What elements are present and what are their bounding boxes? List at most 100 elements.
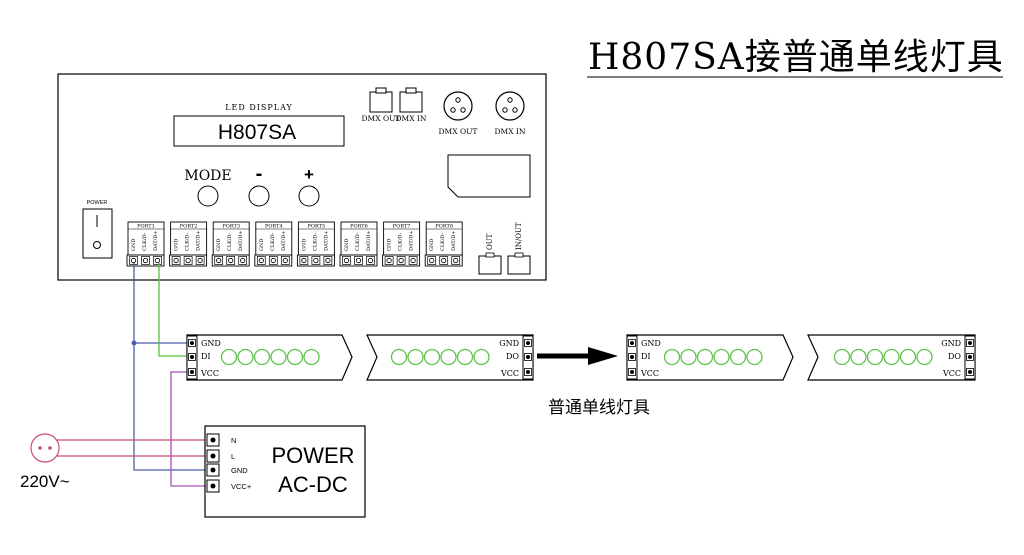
- port-pin-label: GND: [429, 239, 435, 251]
- mode-button[interactable]: [197, 185, 219, 207]
- led-strip-pin: [526, 355, 530, 359]
- port-screw[interactable]: [410, 257, 416, 264]
- xlr-pin: [507, 97, 513, 103]
- port-housing: [170, 221, 208, 256]
- port-pin-label: GND: [174, 239, 180, 251]
- rj45-jack-latch: [375, 87, 387, 94]
- rj45-jack[interactable]: [369, 91, 393, 113]
- psu-body: [204, 425, 366, 518]
- plus-button[interactable]: [298, 185, 320, 207]
- port-screw[interactable]: [301, 257, 307, 264]
- led: [833, 348, 851, 366]
- port-pin-label: CLK/D-: [270, 232, 276, 251]
- port-label: PORT7: [393, 224, 411, 230]
- rj45-jack-label: DMX OUT: [362, 114, 401, 123]
- led: [729, 348, 747, 366]
- display-window: [447, 154, 531, 198]
- port-label: PORT1: [137, 224, 155, 230]
- xlr-jack-label: DMX IN: [495, 127, 526, 136]
- vcc-wire: [170, 371, 207, 487]
- psu-terminal-label: VCC+: [231, 482, 252, 491]
- led-strip-pin: [526, 370, 530, 374]
- led: [473, 348, 490, 366]
- port-screw[interactable]: [142, 257, 149, 264]
- port-pin-label: DAT/D+: [366, 230, 372, 251]
- port-screw[interactable]: [228, 257, 234, 264]
- port-pin-label: CLK/D-: [142, 232, 148, 251]
- port-housing: [340, 221, 378, 256]
- port-screw[interactable]: [173, 257, 179, 264]
- port-screw[interactable]: [258, 257, 264, 264]
- power-switch-label: POWER: [87, 200, 108, 206]
- port-screw[interactable]: [130, 257, 137, 264]
- led-strip-pin: [526, 341, 530, 345]
- xlr-jack[interactable]: [443, 91, 473, 121]
- xlr-pin: [460, 107, 466, 113]
- port-screw[interactable]: [386, 257, 392, 264]
- port-screw[interactable]: [154, 257, 161, 264]
- port-screw[interactable]: [367, 257, 374, 264]
- port-pin-label: DAT/D+: [451, 230, 457, 251]
- mains-plug: 220V~: [20, 433, 70, 491]
- led: [663, 348, 681, 366]
- led: [286, 348, 304, 366]
- port-screw[interactable]: [325, 257, 331, 264]
- led-strip-pin-label: VCC: [200, 369, 219, 378]
- plus-button-label: +: [304, 165, 314, 184]
- controller: LED DISPLAY H807SA MODE - + POWER DMX OU…: [57, 73, 547, 281]
- port-screw[interactable]: [270, 257, 276, 264]
- diagram-title: H807SA接普通单线灯具: [588, 37, 1004, 78]
- xlr-pin: [512, 107, 518, 113]
- port-pin-label: CLK/D-: [312, 232, 318, 251]
- led-strip-pin-label: VCC: [640, 369, 659, 378]
- port-screw[interactable]: [398, 257, 404, 264]
- port-housing: [212, 221, 250, 256]
- led: [866, 348, 884, 366]
- led-strip-pin-label: VCC: [942, 369, 961, 378]
- minus-button[interactable]: [248, 185, 270, 207]
- port-screw[interactable]: [343, 257, 350, 264]
- power-switch[interactable]: [82, 208, 113, 259]
- aux-connector[interactable]: [507, 255, 531, 275]
- aux-connector-latch: [514, 252, 524, 258]
- mains-label: 220V~: [20, 472, 70, 491]
- led-strip-pin-label: DO: [948, 352, 961, 361]
- port-label: PORT8: [435, 224, 453, 230]
- port-screw[interactable]: [282, 257, 288, 264]
- xlr-jack[interactable]: [495, 91, 525, 121]
- led: [440, 348, 457, 366]
- port-screw[interactable]: [185, 257, 191, 264]
- aux-connector[interactable]: [478, 255, 502, 275]
- port-pin-label: DAT/D+: [323, 230, 329, 251]
- port-screw[interactable]: [240, 257, 246, 264]
- psu-title-line2: AC-DC: [278, 472, 348, 497]
- led-strip-pin: [190, 341, 194, 345]
- port-screw[interactable]: [441, 257, 447, 264]
- led-strip-pin: [968, 355, 972, 359]
- rj45-jack[interactable]: [399, 91, 423, 113]
- led: [916, 348, 933, 366]
- aux-label: IN/OUT: [515, 222, 523, 250]
- port-screw[interactable]: [216, 257, 222, 264]
- led-strip-pin-label: GND: [201, 339, 221, 348]
- xlr-pin: [455, 97, 461, 103]
- data-wire: [158, 263, 187, 357]
- port-pin-label: GND: [301, 239, 307, 251]
- port-screw[interactable]: [429, 257, 435, 264]
- led-strip-pin-label: DO: [506, 352, 519, 361]
- psu-terminal-label: GND: [231, 466, 248, 475]
- led: [407, 348, 424, 366]
- port-screw[interactable]: [197, 257, 203, 264]
- port-pin-label: CLK/D-: [398, 232, 404, 251]
- port-screw[interactable]: [313, 257, 319, 264]
- port-screw[interactable]: [355, 257, 362, 264]
- port-screw[interactable]: [453, 257, 459, 264]
- led: [899, 348, 917, 366]
- port-pin-label: GND: [344, 239, 350, 251]
- port-pin-label: GND: [259, 239, 265, 251]
- port-pin-label: DAT/D+: [196, 230, 202, 251]
